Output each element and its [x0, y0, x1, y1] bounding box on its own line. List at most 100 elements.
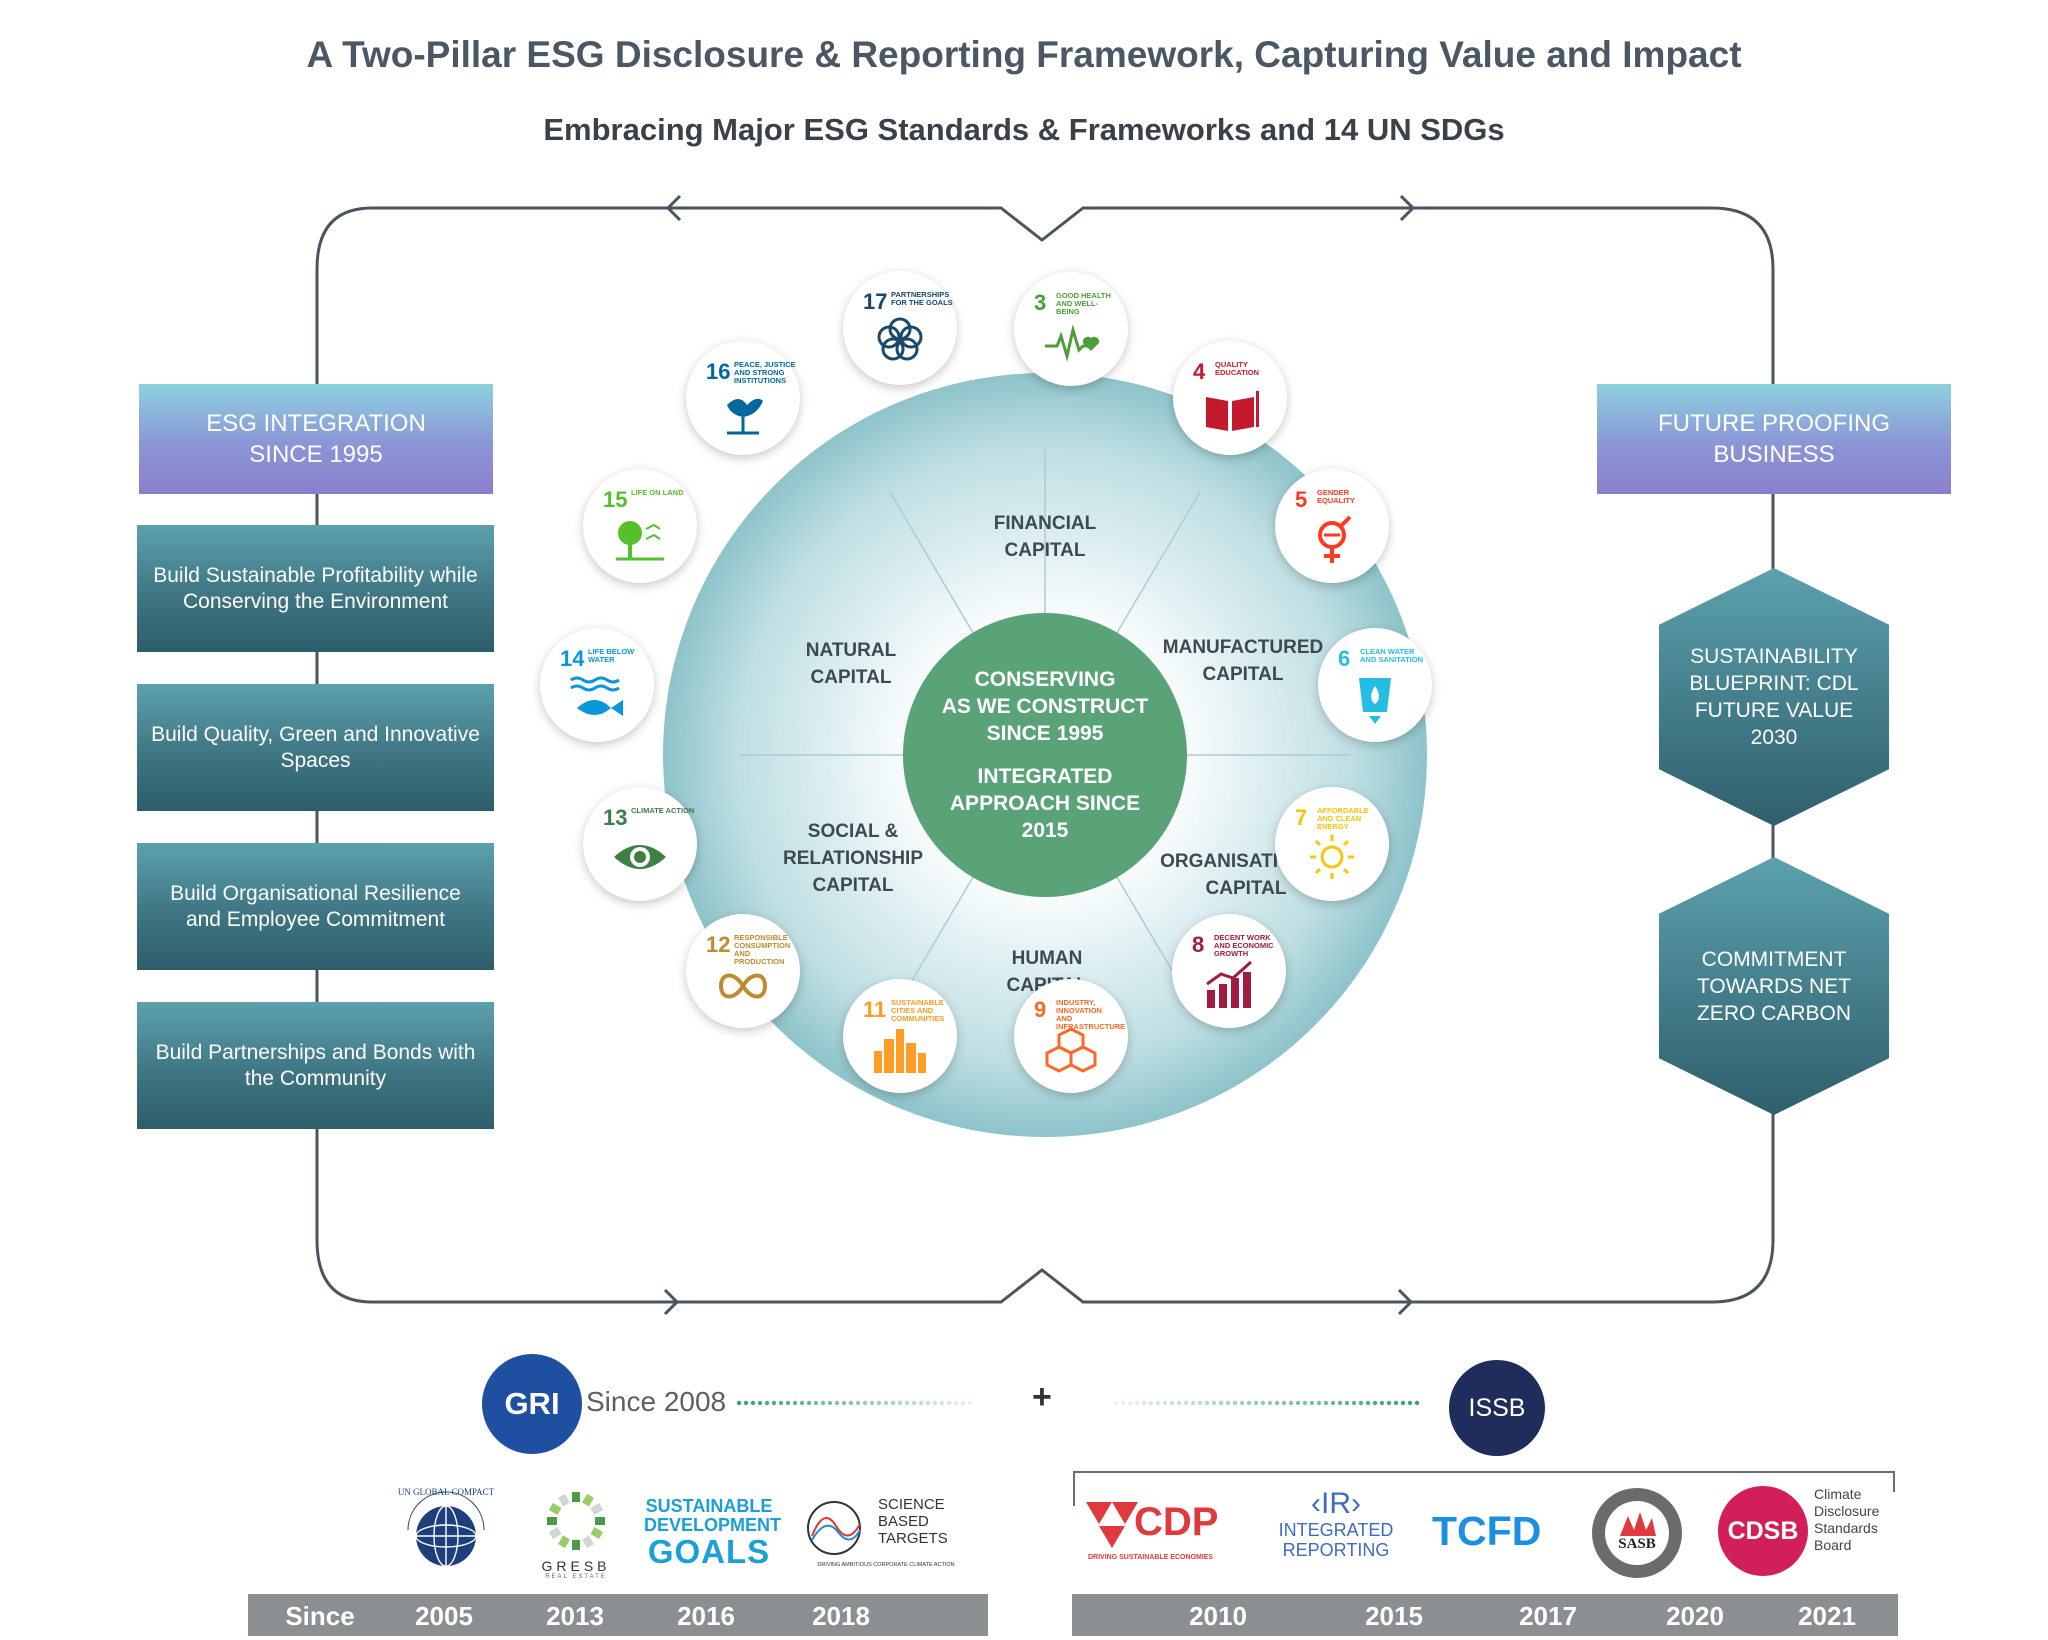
sun-icon [1310, 835, 1354, 879]
heartbeat-icon [1045, 324, 1100, 362]
sdg-label: CLIMATE ACTION [631, 806, 695, 815]
sdg-label: LIFE ON LAND [631, 488, 684, 497]
right-heading-line2: BUSINESS [1713, 441, 1835, 468]
sdg-number: 15 [603, 487, 628, 512]
year-2018: 2018 [812, 1601, 870, 1631]
wheel-center-text: CONSERVING AS WE CONSTRUCT SINCE 1995 IN… [895, 666, 1195, 844]
city-icon [874, 1029, 926, 1073]
gri-since: Since 2008 [586, 1386, 727, 1417]
sdg-label: GENDER EQUALITY [1317, 488, 1355, 505]
sdg-label: RESPONSIBLE CONSUMPTION AND PRODUCTION [734, 933, 791, 966]
issb-logo: ISSB [1449, 1360, 1545, 1456]
sdg-number: 11 [863, 997, 887, 1022]
year-2013: 2013 [546, 1601, 604, 1631]
wheel-center [903, 613, 1187, 897]
sdg-number: 3 [1034, 290, 1047, 315]
page-title: A Two-Pillar ESG Disclosure & Reporting … [306, 34, 1742, 75]
left-box-resilience: Build Organisational Resilience and Empl… [137, 843, 494, 970]
center-line5: APPROACH SINCE [949, 792, 1141, 815]
right-heading-line1: FUTURE PROOFING [1658, 410, 1890, 437]
sdg-label: CLEAN WATER AND SANITATION [1360, 647, 1424, 664]
center-line6: 2015 [1021, 819, 1069, 842]
sdg-number: 9 [1034, 997, 1047, 1022]
sdg-number: 13 [603, 805, 628, 830]
sdg-label: LIFE BELOW WATER [588, 647, 635, 664]
year-2020: 2020 [1666, 1601, 1724, 1631]
left-heading-line2: SINCE 1995 [249, 441, 383, 468]
year-2017: 2017 [1519, 1601, 1577, 1631]
gri-dotted-connector [736, 1400, 973, 1406]
growth-chart-icon [1206, 960, 1252, 1008]
left-box-partnerships: Build Partnerships and Bonds with the Co… [137, 1002, 494, 1129]
issb-dotted-connector [1113, 1400, 1420, 1406]
book-icon [1206, 391, 1259, 431]
year-2005: 2005 [415, 1601, 473, 1631]
integrated-reporting-logo: ‹IR› INTEGRATED REPORTING [1278, 1487, 1394, 1561]
right-pillar-heading: FUTURE PROOFING BUSINESS [1597, 384, 1951, 494]
frame-outline [315, 206, 1775, 1304]
sdg-label: INDUSTRY, INNOVATION AND INFRASTRUCTURE [1056, 998, 1126, 1031]
svg-text:UN GLOBAL COMPACT: UN GLOBAL COMPACT [398, 1487, 495, 1497]
sdg-label: PARTNERSHIPS FOR THE GOALS [891, 290, 953, 307]
gender-icon [1318, 515, 1352, 563]
sdg-number: 7 [1295, 805, 1308, 830]
un-global-compact-logo: UN GLOBAL COMPACT [396, 1480, 496, 1580]
year-2015: 2015 [1365, 1601, 1423, 1631]
year-2021: 2021 [1798, 1601, 1856, 1631]
sdg-label: DECENT WORK AND ECONOMIC GROWTH [1214, 933, 1274, 958]
tcfd-logo: TCFD [1432, 1508, 1542, 1554]
sdg-label: SUSTAINABLE CITIES AND COMMUNITIES [891, 998, 945, 1023]
sbti-emblem-icon [807, 1501, 861, 1555]
center-line1: CONSERVING [974, 668, 1116, 691]
sdg-goal-9: 9 INDUSTRY, INNOVATION AND INFRASTRUCTURE [1014, 979, 1128, 1093]
sdg-number: 14 [560, 646, 585, 671]
hex-net-zero: COMMITMENT TOWARDS NET ZERO CARBON [1659, 857, 1889, 1115]
sdg-goal-3: 3 GOOD HEALTH AND WELL-BEING [1014, 272, 1128, 386]
sdg-label: QUALITY EDUCATION [1215, 360, 1260, 377]
gri-logo: GRI [482, 1354, 582, 1454]
sdg-number: 16 [706, 359, 731, 384]
cubes-icon [1045, 1027, 1097, 1073]
sdg-number: 12 [706, 932, 731, 957]
rings-icon [877, 317, 923, 361]
sbti-logo: SCIENCE BASED TARGETS DRIVING AMBITIOUS … [806, 1496, 966, 1576]
sdg-number: 4 [1193, 359, 1206, 384]
left-heading-line1: ESG INTEGRATION [206, 410, 426, 437]
page-subtitle: Embracing Major ESG Standards & Framewor… [543, 112, 1505, 147]
cdp-logo: CDP DRIVING SUSTAINABLE ECONOMIES [1086, 1500, 1219, 1561]
sdg-label: GOOD HEALTH AND WELL-BEING [1056, 291, 1111, 316]
left-box-spaces: Build Quality, Green and Innovative Spac… [137, 684, 494, 811]
eye-globe-icon [614, 845, 666, 869]
sdg-logo: SUSTAINABLE DEVELOPMENT GOALS [644, 1496, 782, 1570]
center-line2: AS WE CONSTRUCT [941, 695, 1149, 718]
fish-icon [570, 676, 623, 716]
infinity-icon [718, 973, 768, 999]
right-years-bar: 2010 2015 2017 2020 2021 [1072, 1594, 1898, 1636]
center-line4: INTEGRATED [977, 765, 1113, 788]
cdp-mark-icon [1086, 1502, 1138, 1548]
year-2016: 2016 [677, 1601, 735, 1631]
center-line3: SINCE 1995 [986, 722, 1104, 745]
cdsb-logo: CDSB Climate Disclosure Standards Board [1718, 1486, 1894, 1580]
left-years-bar: Since 2005 2013 2016 2018 [248, 1594, 988, 1636]
gresb-ring-icon [547, 1492, 605, 1550]
sdg-label: PEACE, JUSTICE AND STRONG INSTITUTIONS [734, 360, 796, 385]
arrow-right-top-icon [1399, 194, 1416, 222]
arrow-right-bottom2-icon [1397, 1288, 1414, 1316]
arrow-left-top-icon [665, 194, 682, 222]
sdg-goal-4: 4 QUALITY EDUCATION [1173, 341, 1287, 455]
arrow-right-bottom-icon [663, 1288, 680, 1316]
tree-icon [616, 521, 664, 561]
gresb-logo: GRESB REAL ESTATE [532, 1478, 620, 1588]
